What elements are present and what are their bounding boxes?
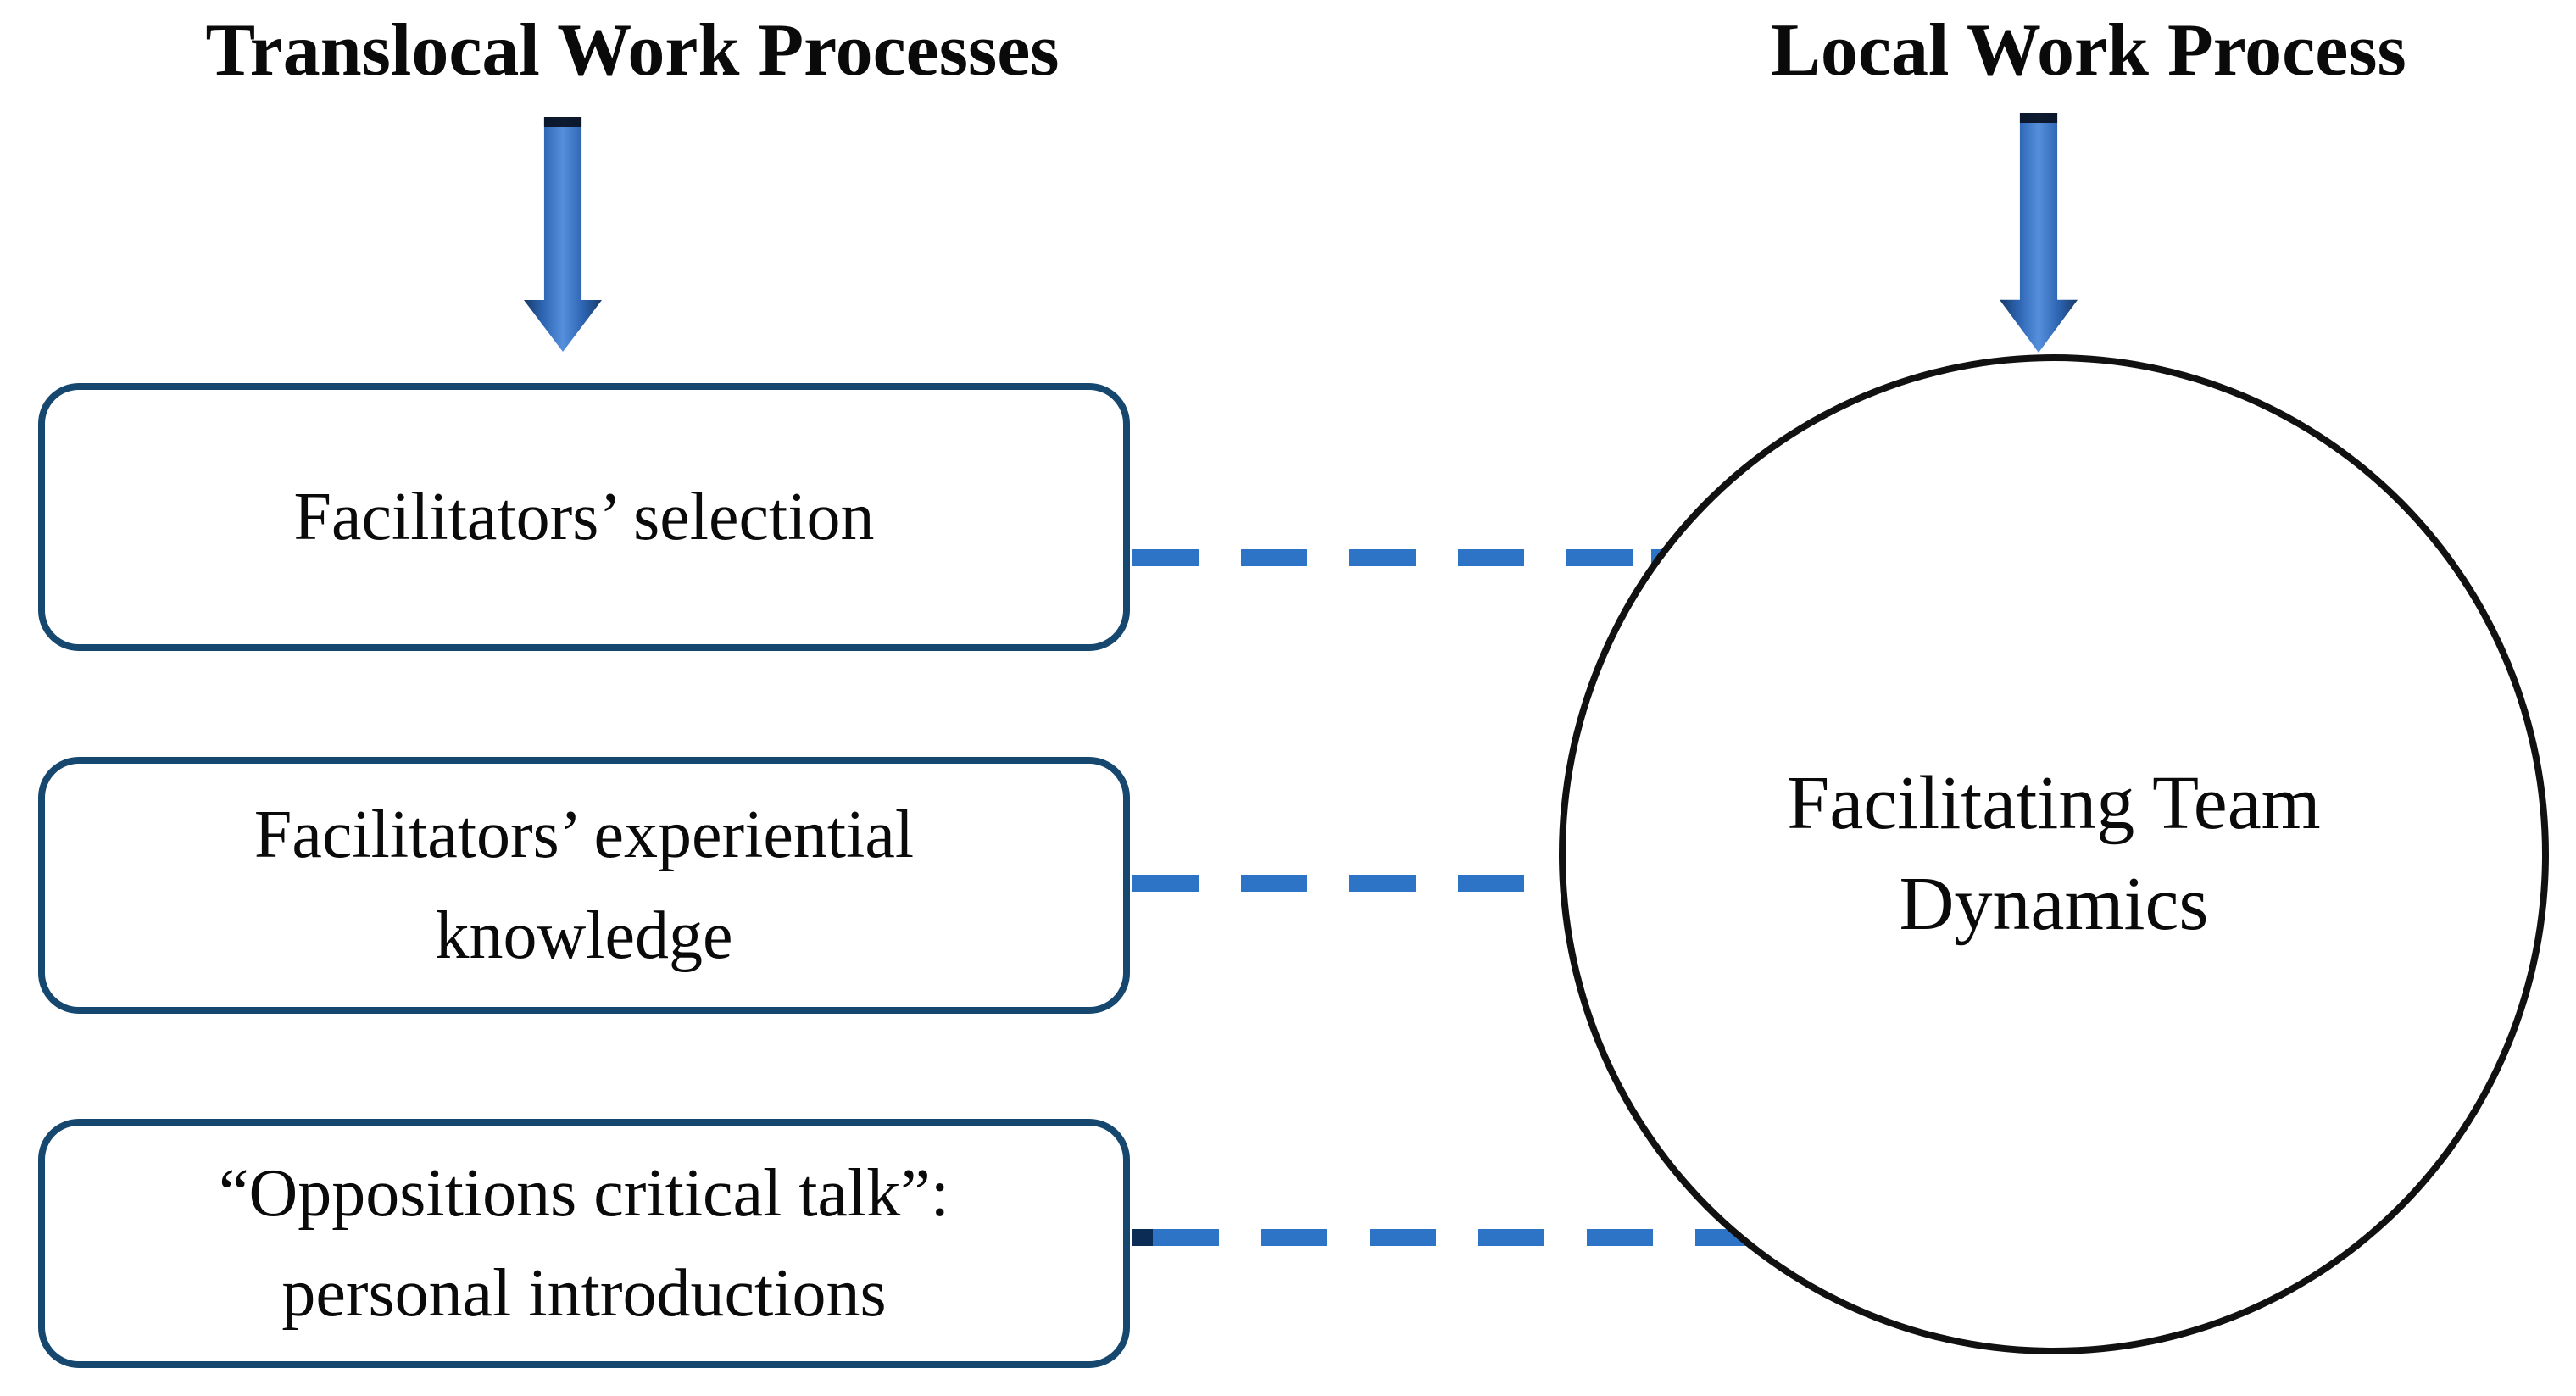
dashed-connector-selection bbox=[1132, 549, 1633, 566]
box-label-line: Facilitators’ experiential bbox=[253, 798, 915, 873]
box-label: Facilitators’ selection bbox=[293, 479, 875, 554]
connector-start-dash bbox=[1132, 1229, 1153, 1246]
circle-label-line: Facilitating Team bbox=[1787, 761, 2321, 846]
down-arrow-icon bbox=[2000, 113, 2078, 353]
dashed-connector-critical-talk bbox=[1153, 1229, 1746, 1246]
box-label-line: personal introductions bbox=[281, 1256, 887, 1331]
box-oppositions-critical-talk: “Oppositions critical talk”: personal in… bbox=[38, 1119, 1130, 1368]
down-arrow-shape bbox=[524, 117, 602, 352]
heading-local-work-process: Local Work Process bbox=[1771, 9, 2406, 92]
down-arrow-shape bbox=[2000, 113, 2078, 353]
circle-label-line: Dynamics bbox=[1899, 862, 2209, 946]
circle-facilitating-team-dynamics: Facilitating Team Dynamics bbox=[1559, 354, 2549, 1354]
box-facilitators-selection: Facilitators’ selection bbox=[38, 383, 1130, 651]
box-label-line: knowledge bbox=[435, 898, 733, 973]
down-arrow-icon bbox=[524, 117, 602, 352]
box-label-line: “Oppositions critical talk”: bbox=[219, 1155, 949, 1231]
heading-translocal-work-processes: Translocal Work Processes bbox=[205, 9, 1060, 92]
dashed-connector-knowledge bbox=[1132, 875, 1599, 892]
box-facilitators-experiential-knowledge: Facilitators’ experiential knowledge bbox=[38, 757, 1130, 1014]
